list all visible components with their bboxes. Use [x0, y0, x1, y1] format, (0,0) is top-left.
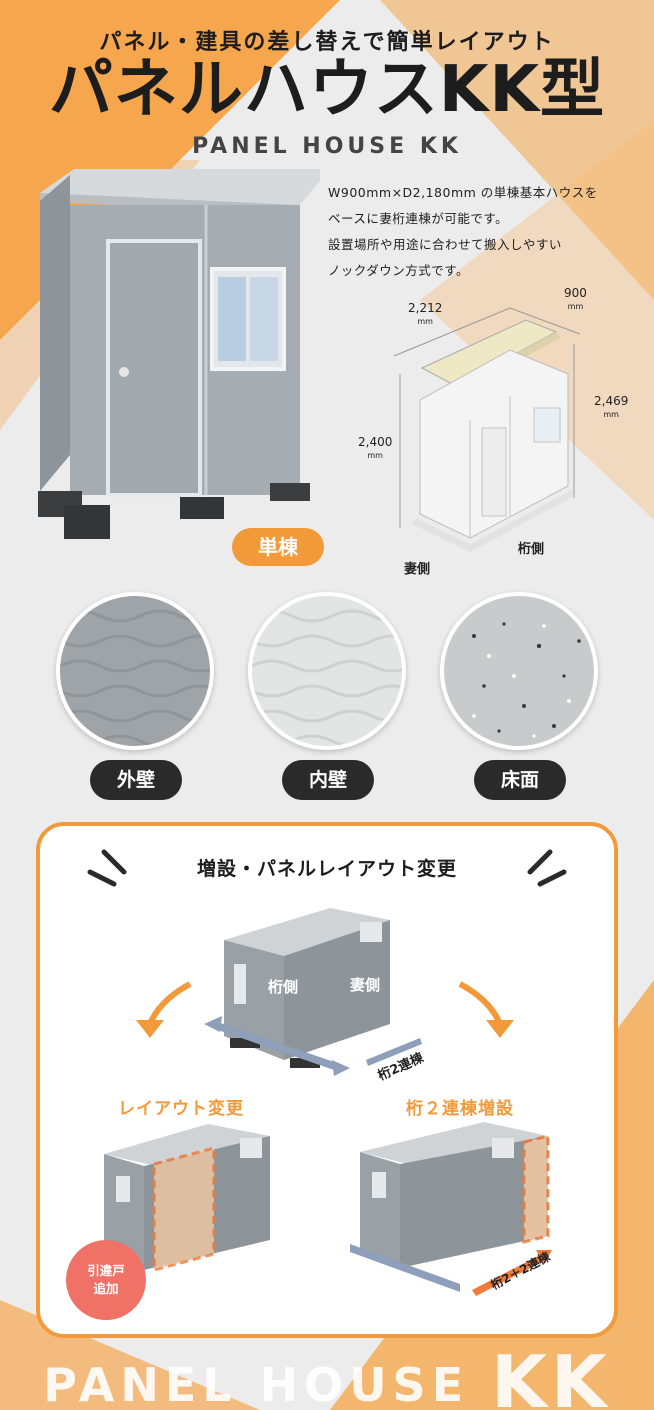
curved-arrows: [136, 981, 514, 1076]
bottom-right-arrows: [350, 1244, 552, 1296]
exterior-wall-label: 外壁: [90, 760, 182, 800]
girder-side-label: 桁側: [518, 542, 545, 557]
gable-side-label: 妻側: [404, 562, 431, 577]
emphasis-marks: [87, 849, 567, 887]
interior-wall-label: 内壁: [282, 760, 374, 800]
page-subtitle: パネル・建具の差し替えで簡単レイアウト: [99, 30, 555, 55]
dimension-diagram: [393, 307, 581, 552]
description: W900mm×D2,180mm の単棟基本ハウスを ベースに妻桁連棟が可能です。…: [328, 180, 648, 284]
girder-addition-house-image: [360, 1122, 550, 1268]
description-line: ノックダウン方式です。: [328, 263, 470, 278]
sliding-door-badge: 引違戸 追加: [66, 1240, 146, 1320]
interior-wall-texture: [248, 592, 406, 750]
description-line: 設置場所や用途に合わせて搬入しやすい: [328, 237, 562, 252]
page-title: パネルハウスKK型: [48, 53, 606, 127]
layout-change-heading: レイアウト変更: [118, 1099, 244, 1119]
description-line: W900mm×D2,180mm の単棟基本ハウスを: [328, 185, 598, 200]
footer-brand: PANEL HOUSE KK: [43, 1340, 611, 1410]
house-girder-label: 桁側: [268, 978, 299, 996]
layout-section-title: 増設・パネルレイアウト変更: [196, 858, 457, 880]
single-unit-badge: 単棟: [232, 528, 324, 566]
floor-texture: [440, 592, 598, 750]
floor-label: 床面: [474, 760, 566, 800]
house-gable-label: 妻側: [350, 976, 381, 994]
single-house-image: [38, 169, 320, 539]
brand-english: PANEL HOUSE KK: [192, 134, 462, 159]
girder-addition-heading: 桁２連棟増設: [406, 1099, 514, 1119]
exterior-wall-texture: [56, 592, 214, 750]
description-line: ベースに妻桁連棟が可能です。: [328, 211, 509, 226]
